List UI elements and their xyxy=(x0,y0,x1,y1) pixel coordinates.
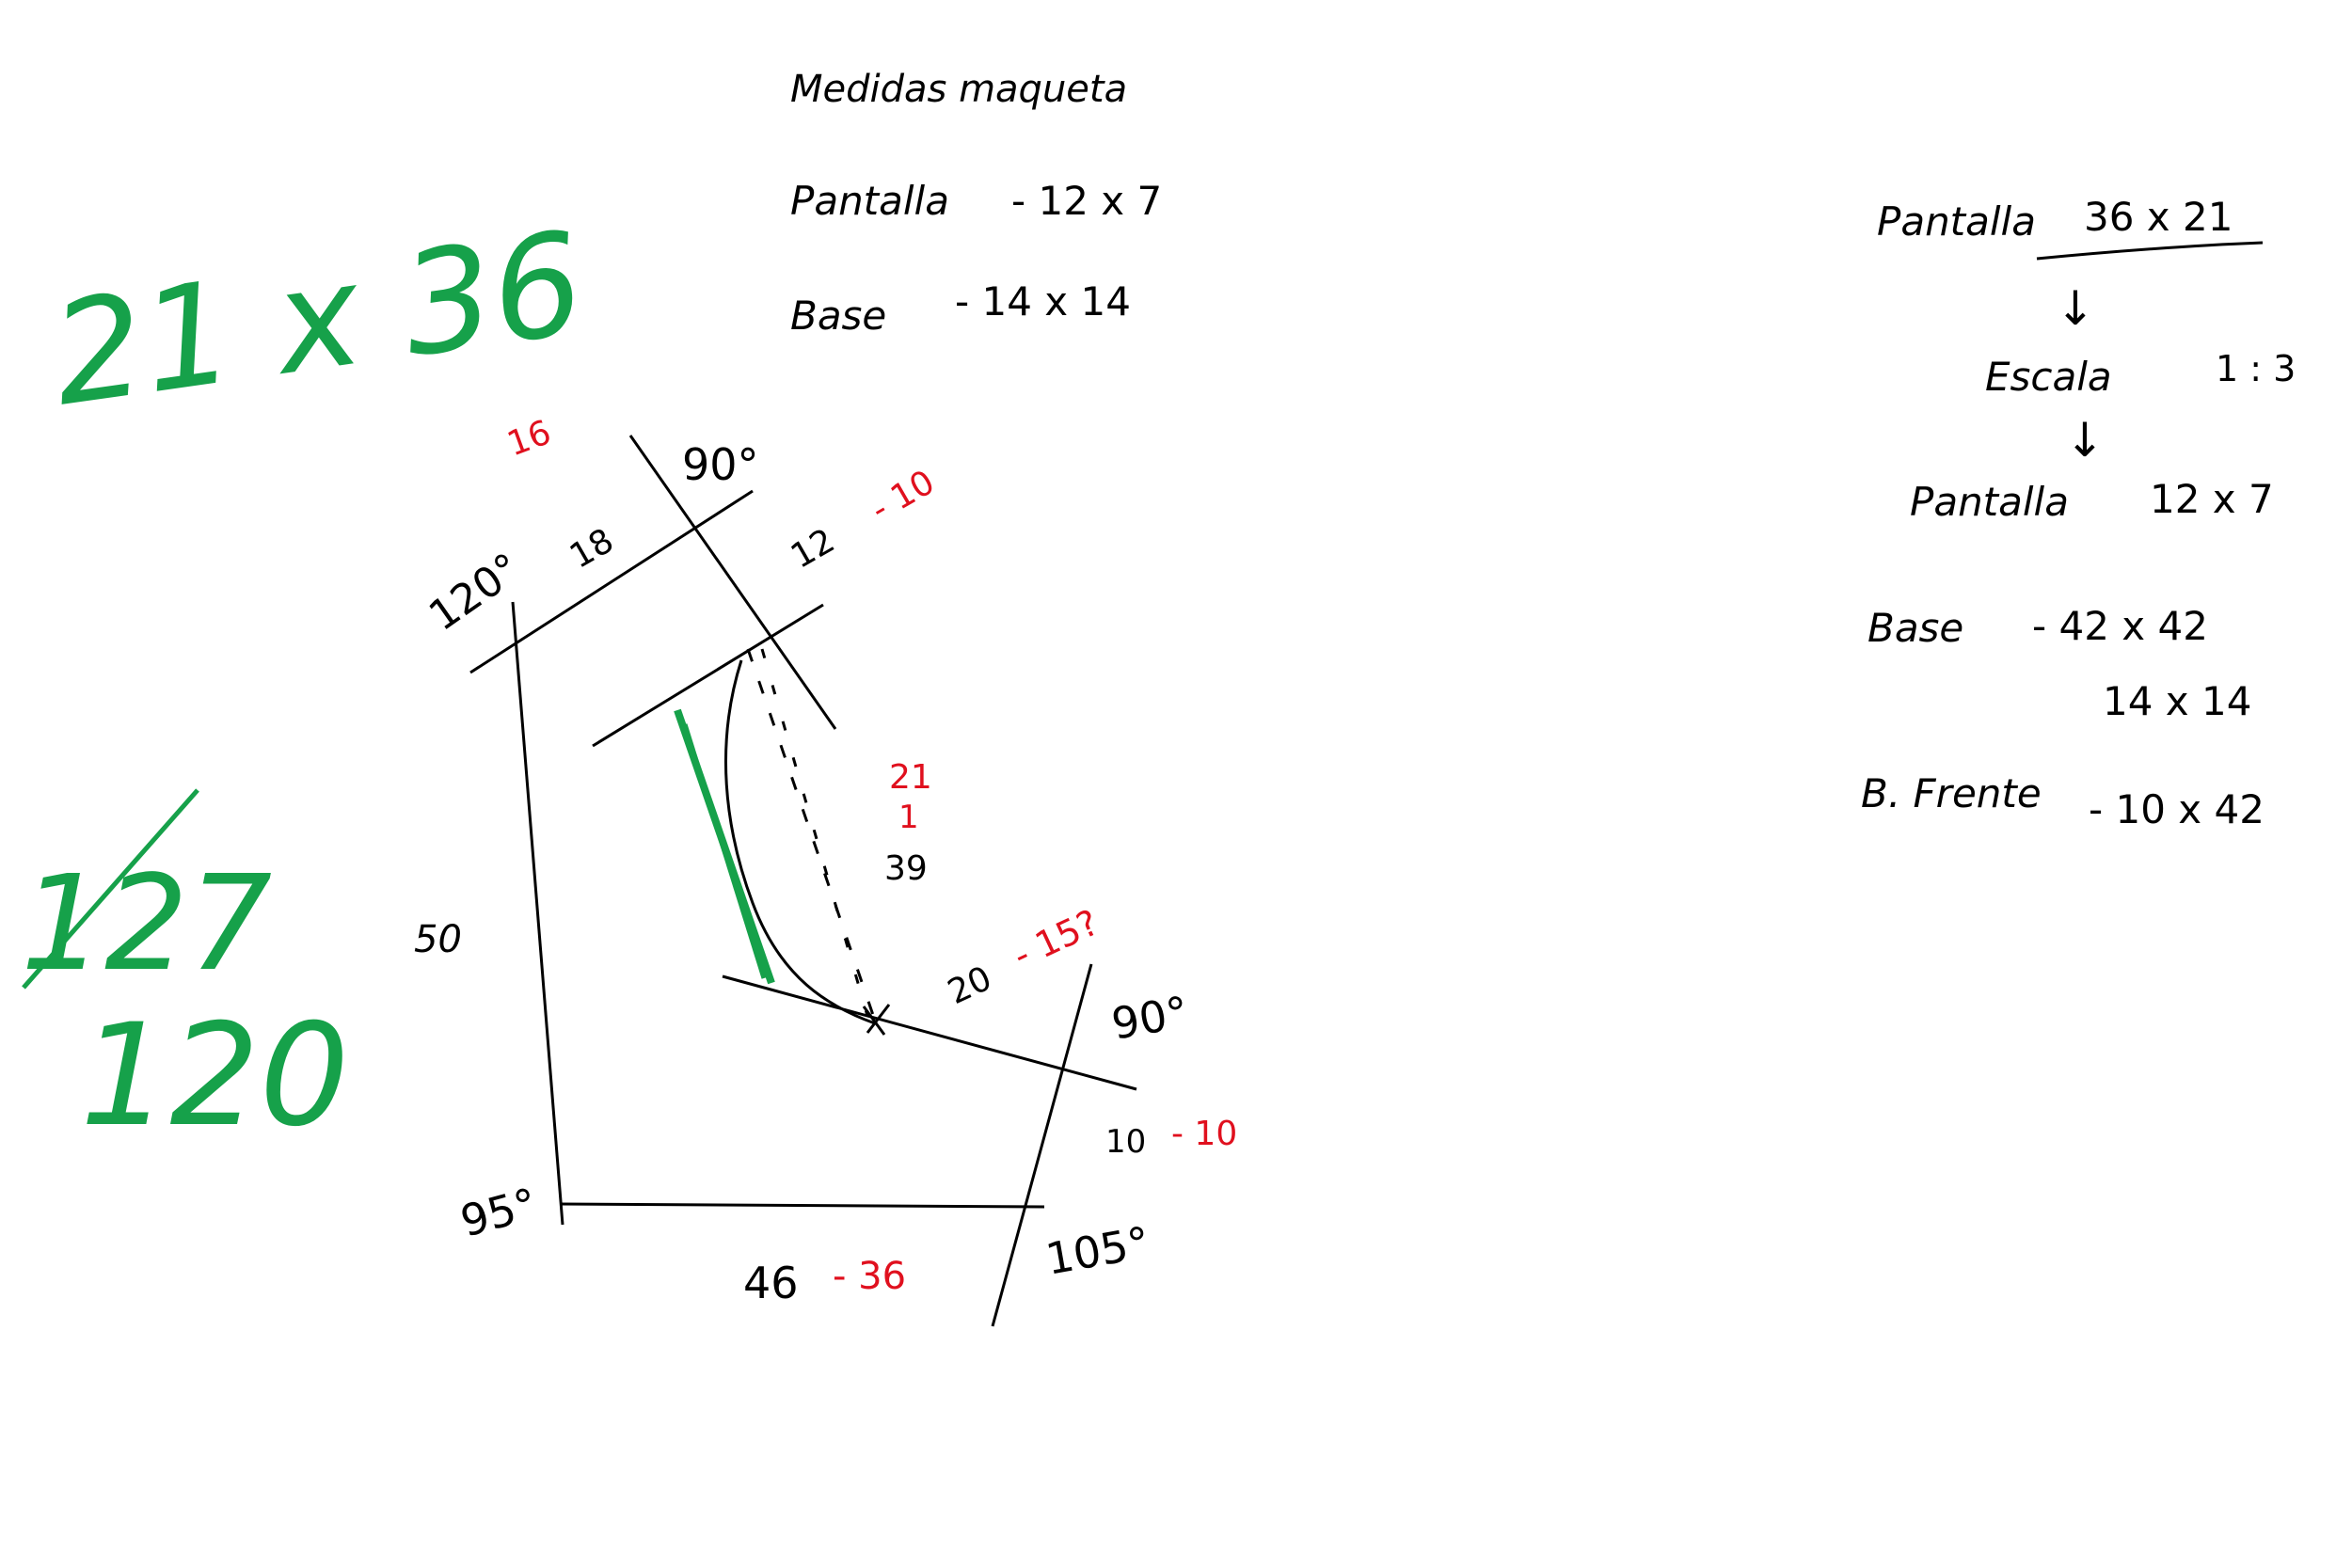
green-crossed-number: 127 xyxy=(21,847,272,1001)
pantalla2-value: 12 x 7 xyxy=(2150,476,2274,522)
bottom-edge xyxy=(559,1202,1045,1209)
left-edge xyxy=(511,601,564,1226)
escala-value: 1 : 3 xyxy=(2216,348,2296,389)
pantalla-underline xyxy=(2036,241,2264,261)
pantalla-value: - 12 x 7 xyxy=(1011,178,1162,224)
seg-1-red: 1 xyxy=(898,799,919,836)
seg-50: 50 xyxy=(414,918,462,961)
base-value: - 14 x 14 xyxy=(955,278,1131,325)
frente-value: - 10 x 42 xyxy=(2089,786,2265,832)
seg-36-red: - 36 xyxy=(833,1255,906,1298)
right-notes: Pantalla 36 x 21 ↓ Escala 1 : 3 ↓ Pantal… xyxy=(1861,194,2296,832)
angle-90-top: 90° xyxy=(682,439,759,490)
seg-12: 12 xyxy=(785,521,841,576)
sketch-labels: 120° 18 16 90° 12 - 10 21 1 39 20 - 15? … xyxy=(414,413,1237,1308)
green-notes: 21 x 36 127 120 xyxy=(21,202,593,1158)
top-vertical-edge xyxy=(628,435,837,730)
green-number: 120 xyxy=(80,994,349,1158)
notes-title: Medidas maqueta xyxy=(790,68,1127,111)
dashed-chord-2 xyxy=(760,648,869,1017)
frente-label: B. Frente xyxy=(1861,770,2042,816)
right-pantalla-value: 36 x 21 xyxy=(2084,194,2233,240)
green-dims: 21 x 36 xyxy=(43,202,594,438)
seg-10-red: - 10 xyxy=(1171,1115,1237,1153)
seg-21-red: 21 xyxy=(889,758,932,797)
base-right-value: - 42 x 42 xyxy=(2032,603,2208,649)
seg-46: 46 xyxy=(743,1258,799,1308)
arrow-down-icon-2: ↓ xyxy=(2065,413,2105,467)
seg-12-red: - 10 xyxy=(865,463,941,530)
base-label: Base xyxy=(790,293,886,339)
right-pantalla-label: Pantalla xyxy=(1877,198,2036,245)
angle-95: 95° xyxy=(455,1178,543,1246)
top-left-edge xyxy=(469,489,754,674)
cross-mark xyxy=(862,1004,891,1036)
lower-slope-edge xyxy=(722,974,1137,1091)
arrow-down-icon: ↓ xyxy=(2056,281,2095,336)
seg-10: 10 xyxy=(1105,1123,1146,1161)
base-right-value2: 14 x 14 xyxy=(2103,678,2251,724)
escala-label: Escala xyxy=(1985,354,2112,400)
seg-39: 39 xyxy=(884,849,928,888)
seg-18: 18 xyxy=(564,521,620,576)
base-right-label: Base xyxy=(1867,605,1963,651)
curved-screen xyxy=(723,659,876,1025)
inner-top-edge xyxy=(592,603,824,748)
pantalla-label: Pantalla xyxy=(790,178,949,224)
angle-105: 105° xyxy=(1042,1216,1154,1284)
center-notes: Medidas maqueta Pantalla - 12 x 7 Base -… xyxy=(790,68,1162,339)
seg-20: 20 xyxy=(942,959,997,1013)
green-stroke-2 xyxy=(682,723,767,979)
strike-line xyxy=(22,788,199,990)
right-edge xyxy=(991,963,1093,1327)
sketch-lines xyxy=(469,435,1137,1327)
pantalla2-label: Pantalla xyxy=(1910,479,2069,525)
angle-90-right: 90° xyxy=(1108,986,1193,1049)
seg-16-red: 16 xyxy=(502,413,556,464)
